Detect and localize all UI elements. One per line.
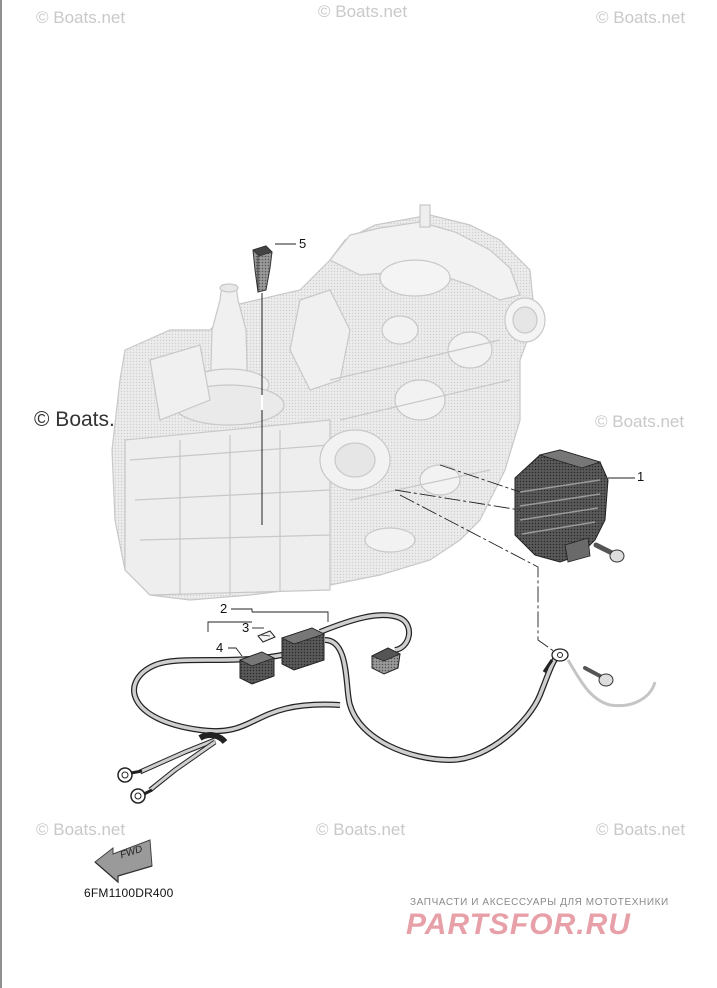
faded-wire bbox=[566, 659, 657, 708]
watermark: © Boats.net bbox=[596, 820, 686, 839]
callout-1: 1 bbox=[637, 469, 645, 484]
engine-block bbox=[111, 204, 546, 601]
callout-4: 4 bbox=[216, 640, 224, 655]
alignment-line bbox=[399, 494, 556, 653]
ground-terminal bbox=[542, 648, 569, 673]
alignment-line bbox=[394, 489, 521, 511]
watermark: © Boats.net bbox=[596, 8, 686, 27]
diagram-code: 6FM1100DR400 bbox=[84, 886, 174, 900]
watermark: © Boats.net bbox=[595, 412, 685, 431]
watermark: © Boats.net bbox=[36, 820, 126, 839]
watermark: © Boats.net bbox=[36, 8, 126, 27]
part-2-wire-harness bbox=[131, 612, 561, 792]
callout-5: 5 bbox=[299, 236, 307, 251]
alignment-line bbox=[439, 464, 521, 493]
callout-3: 3 bbox=[242, 620, 250, 635]
callout-bracket bbox=[207, 608, 329, 657]
part-3-fuse bbox=[257, 630, 276, 643]
mounting-bolt bbox=[593, 542, 625, 563]
banner-tagline: ЗАПЧАСТИ И АКСЕССУАРЫ ДЛЯ МОТОТЕХНИКИ bbox=[410, 897, 669, 908]
part-4-cap bbox=[238, 651, 276, 685]
coupler-connector bbox=[371, 647, 401, 675]
banner-logo: PARTSFOR.RU bbox=[406, 908, 631, 941]
part-1-rectifier-regulator bbox=[514, 449, 609, 563]
part-5-clip bbox=[252, 245, 273, 293]
watermark: © Boats.net bbox=[316, 820, 406, 839]
fwd-arrow-icon bbox=[94, 839, 153, 884]
fuse-holder bbox=[280, 627, 326, 671]
callout-2: 2 bbox=[220, 601, 228, 616]
ring-terminal bbox=[130, 788, 153, 804]
watermark: © Boats.net bbox=[318, 2, 408, 21]
ring-terminal bbox=[117, 767, 143, 783]
ground-bolt bbox=[583, 666, 614, 687]
